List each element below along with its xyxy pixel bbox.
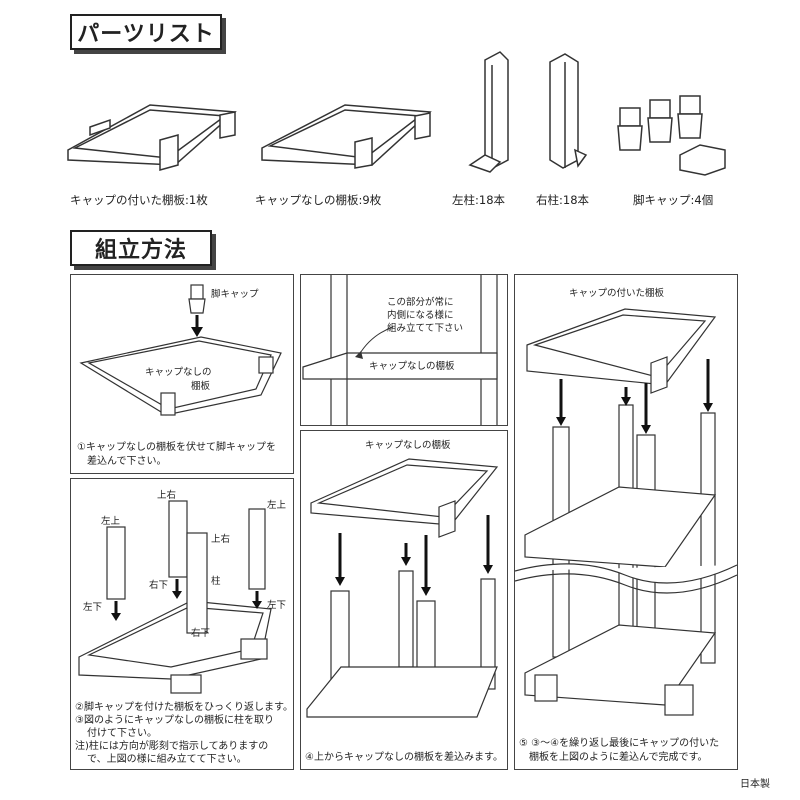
part-label-shelf-cap: キャップの付いた棚板:1枚 [70, 193, 208, 207]
step2-label-top-right: 上右 [157, 490, 177, 501]
detail-panel: この部分が常に 内側になる様に 組み立てて下さい キャップなしの棚板 [300, 274, 508, 426]
step4-panel: キャップなしの棚板 ④上からキャップなしの棚板を差込みます。 [300, 430, 508, 770]
step5-panel: キャップの付いた棚板 ⑤ ③〜④を繰り返し最後にキャップの付いた 棚板を上図のよ… [514, 274, 738, 770]
step4-illustration [306, 458, 499, 718]
step2-label-bottom-left: 左下 [83, 602, 103, 613]
step2-illustration [78, 500, 272, 694]
shelf-with-cap-illustration [67, 104, 237, 171]
step5-desc-2: 棚板を上図のように差込んで完成です。 [529, 752, 708, 763]
shelf-without-cap-illustration [261, 104, 432, 169]
step2-desc-5: で、上図の様に組み立てて下さい。 [87, 754, 247, 765]
left-pillar-illustration [468, 51, 509, 173]
part-label-shelf-nocap: キャップなしの棚板:9枚 [255, 193, 382, 207]
step2-desc-1: ②脚キャップを付けた棚板をひっくり返します。 [75, 702, 293, 713]
part-label-foot-cap: 脚キャップ:4個 [633, 193, 714, 207]
assembly-title: 組立方法 [94, 238, 187, 263]
part-label-left-pillar: 左柱:18本 [452, 193, 506, 207]
step1-desc-2: 差込んで下さい。 [87, 456, 167, 467]
step2-label-bottom-right-2: 右下 [191, 628, 211, 639]
step2-label-upper-right: 上右 [211, 534, 231, 545]
foot-cap-illustrations [617, 95, 726, 176]
step2-desc-2: ③図のようにキャップなしの棚板に柱を取り [75, 715, 274, 726]
step1-panel: 脚キャップ キャップなしの 棚板 ①キャップなしの棚板を伏せて脚キャップを 差込… [70, 274, 294, 474]
parts-list-header: パーツリスト [70, 14, 222, 50]
step2-desc-3: 付けて下さい。 [87, 728, 157, 739]
step2-label-pillar: 柱 [211, 576, 221, 587]
step5-illustration [515, 308, 737, 716]
step4-title: キャップなしの棚板 [365, 440, 451, 451]
step2-label-bottom-left-2: 左下 [267, 600, 287, 611]
part-label-right-pillar: 右柱:18本 [536, 193, 590, 207]
detail-note-1: この部分が常に [387, 297, 454, 308]
made-in-japan: 日本製 [740, 779, 770, 790]
step2-label-bottom-right: 右下 [149, 580, 169, 591]
detail-illustration [302, 275, 498, 425]
step2-desc-4: 注)柱には方向が彫刻で指示してありますの [75, 741, 269, 752]
right-pillar-illustration [549, 53, 588, 169]
step5-title: キャップの付いた棚板 [569, 288, 665, 299]
step1-shelf-label: キャップなしの [145, 367, 212, 378]
step1-illustration [79, 284, 282, 416]
detail-shelf-label: キャップなしの棚板 [369, 361, 455, 372]
parts-list-title: パーツリスト [77, 22, 215, 47]
step4-desc: ④上からキャップなしの棚板を差込みます。 [305, 752, 503, 763]
step5-desc-1: ⑤ ③〜④を繰り返し最後にキャップの付いた [519, 738, 720, 749]
step1-foot-cap-label: 脚キャップ [211, 289, 259, 300]
step2-panel: 左上 上右 左上 上右 柱 右下 左下 右下 左下 ②脚キャップを付けた棚板をひ… [70, 478, 294, 770]
assembly-header: 組立方法 [70, 230, 212, 266]
step2-label-top-left-2: 左上 [267, 500, 287, 511]
step1-shelf-label-2: 棚板 [191, 381, 211, 392]
detail-note-3: 組み立てて下さい [387, 323, 464, 334]
detail-note-2: 内側になる様に [387, 310, 454, 321]
step2-label-top-left: 左上 [101, 516, 121, 527]
step1-desc-1: ①キャップなしの棚板を伏せて脚キャップを [77, 442, 276, 453]
